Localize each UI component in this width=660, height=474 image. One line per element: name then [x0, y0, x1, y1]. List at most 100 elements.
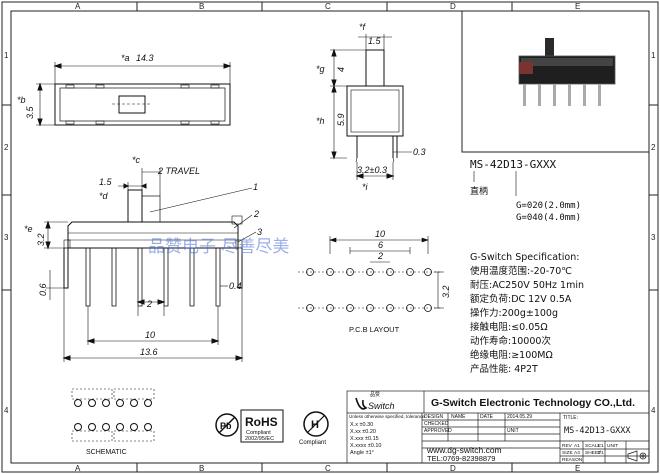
model-option-2: G=040(4.0mm)	[516, 213, 581, 223]
logo-small: 品赞	[370, 391, 380, 398]
halogen-text: H	[311, 419, 319, 431]
row-label: 2	[651, 143, 656, 152]
row-label: 3	[4, 233, 9, 242]
tolerance-header: Unless otherwise specified, tolerance:	[349, 414, 426, 419]
halogen-free-logo: H Compliant	[299, 411, 329, 446]
company-logo: 品赞 Switch	[355, 391, 395, 411]
spec-line: 操作力:200g±100g	[470, 307, 558, 319]
tb-name: NAME	[451, 414, 466, 420]
pcb-holes-top	[306, 268, 432, 276]
pcb-layout	[298, 236, 444, 312]
row-label: 4	[4, 406, 9, 415]
model-code	[473, 171, 517, 196]
dim-pin-width: 0.4	[229, 281, 242, 291]
callout-1: 1	[253, 182, 258, 192]
tb-unit: UNIT	[507, 428, 519, 434]
rohs-sub-1: Compliant	[246, 430, 271, 436]
col-label: E	[575, 464, 580, 473]
col-label: A	[75, 2, 81, 11]
dim-pin-thickness: 0.3	[413, 147, 426, 157]
top-view	[36, 62, 232, 127]
pcb-span: 10	[375, 229, 385, 239]
spec-line: 绝缘电阻:≥100MΩ	[470, 349, 553, 361]
tb-title-label: TITLE:	[563, 415, 578, 421]
row-label: 3	[651, 233, 656, 242]
pcb-height: 3.2	[441, 285, 451, 298]
col-label: D	[450, 2, 456, 11]
tolerance-row: X.xxx ±0.15	[350, 436, 379, 442]
col-label: E	[575, 2, 580, 11]
tb-size-val: A4	[574, 450, 580, 456]
pb-free-logo: Pb	[215, 413, 239, 437]
spec-line: 使用温度范围:-20-70℃	[470, 265, 572, 277]
dim-b-label: *b	[17, 95, 26, 105]
row-label: 2	[4, 143, 9, 152]
tb-checked: CHECKED	[424, 421, 449, 427]
tb-unit-label: UNIT	[607, 443, 618, 449]
dim-h-value: 5.9	[336, 113, 346, 126]
tb-approved: APPROVED	[424, 428, 452, 434]
dim-a-value: 14.3	[136, 53, 154, 63]
spec-line: 动作寿命:10000次	[470, 335, 551, 347]
frame-column-labels: A B C D E A B C D E 1 2 3 4 1 2 3 4	[4, 2, 656, 473]
dim-e-label: *e	[24, 224, 33, 234]
dim-a-label: *a	[121, 53, 130, 63]
title-block	[346, 390, 650, 464]
logo-brand: Switch	[368, 401, 395, 411]
rohs-sub-2: 2002/95/EC	[245, 436, 274, 442]
spec-line: 产品性能: 4P2T	[470, 363, 538, 375]
dim-total: 13.6	[140, 347, 158, 357]
pcb-holes-bottom	[306, 304, 432, 312]
projection-symbol-icon	[627, 450, 647, 462]
tb-design: DESIGN	[424, 414, 444, 420]
tb-sheet: SHEET	[585, 450, 601, 456]
dim-f-value: 1.5	[368, 36, 382, 46]
model-name: MS-42D13-GXXX	[470, 158, 556, 171]
dim-d-label: *d	[99, 191, 109, 201]
tolerance-row: X.x ±0.30	[350, 422, 373, 428]
row-label: 1	[651, 51, 656, 60]
dim-g-value: 4	[336, 67, 346, 72]
schematic	[71, 388, 155, 442]
row-label: 1	[4, 51, 9, 60]
tolerance-row: X.xx ±0.20	[350, 429, 376, 435]
model-handle: 直柄	[470, 185, 488, 196]
tb-sheet-val: 1/1	[597, 450, 604, 456]
pcb-title: P.C.B LAYOUT	[349, 325, 400, 334]
col-label: C	[325, 2, 331, 11]
dim-i-value: 3.2±0.3	[357, 165, 387, 175]
dim-c-label: *c	[132, 155, 141, 165]
halogen-sub: Compliant	[299, 440, 326, 446]
end-view	[330, 34, 412, 180]
tolerance-row: Angle ±1°	[350, 450, 374, 456]
company-name: G-Switch Electronic Technology CO.,Ltd.	[431, 397, 635, 409]
col-label: B	[199, 464, 204, 473]
tb-rev-val: A1	[574, 443, 580, 449]
pcb-span6: 6	[378, 240, 383, 250]
dim-span-10: 10	[145, 330, 155, 340]
tb-rev: REV	[562, 443, 573, 449]
watermark: 品赞电子 尽善尽美	[148, 237, 289, 257]
col-label: D	[450, 464, 456, 473]
pb-text: Pb	[220, 421, 232, 431]
tb-size: SIZE	[562, 450, 573, 456]
tolerance-row: X.xxxx ±0.10	[350, 443, 381, 449]
schematic-label: SCHEMATIC	[86, 449, 127, 456]
dim-travel: 2 TRAVEL	[157, 166, 200, 176]
front-view	[44, 168, 257, 362]
dim-d-value: 1.5	[99, 177, 113, 187]
rohs-text: RoHS	[245, 415, 278, 429]
tb-website: www.dg-switch.com	[426, 445, 502, 455]
tb-date-label: DATE	[480, 414, 494, 420]
callout-3: 3	[257, 227, 262, 237]
col-label: A	[75, 464, 81, 473]
model-option-1: G=020(2.0mm)	[516, 201, 581, 211]
dim-b-value: 3.5	[25, 105, 35, 119]
dim-h-label: *h	[316, 116, 325, 126]
spec-line: 耐压:AC250V 50Hz 1min	[470, 279, 584, 291]
callout-2: 2	[253, 209, 259, 219]
dim-g-label: *g	[316, 64, 325, 74]
